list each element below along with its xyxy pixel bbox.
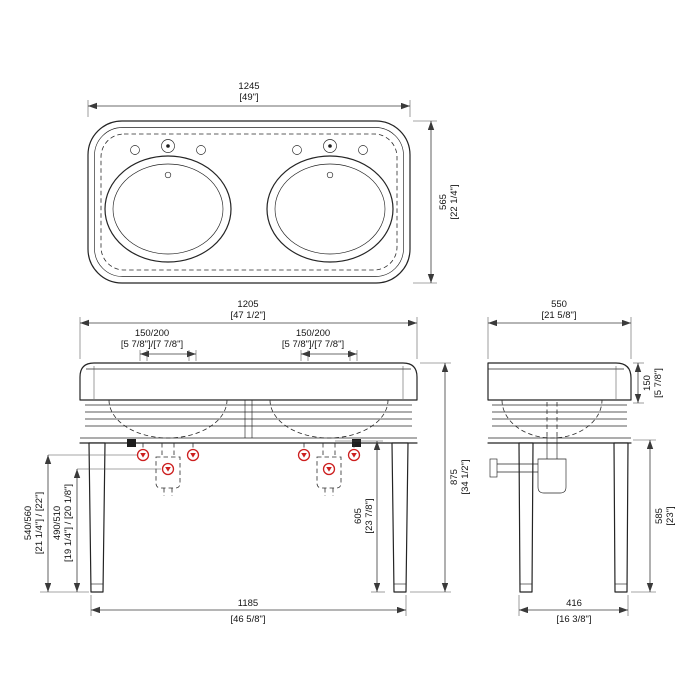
dim-clearance-height: 585 [23"] xyxy=(631,439,676,593)
dim-overall-height: 875 [34 1/2"] xyxy=(410,362,471,593)
console-frame-hidden-outline xyxy=(100,133,398,271)
wall-escutcheon xyxy=(489,458,498,478)
dim-top-width: 1245 [49"] xyxy=(87,81,411,117)
supply-connection-marker xyxy=(186,448,200,462)
dim-label-front-width-in: [47 1/2"] xyxy=(230,310,265,321)
overflow-hole-right xyxy=(326,171,334,179)
drain-connection-marker xyxy=(161,462,175,476)
basin-inner-rim xyxy=(94,127,404,277)
dim-label-drain-height-mm: 490/510 xyxy=(52,506,63,540)
dim-label-clearance-height-mm: 585 xyxy=(654,508,665,524)
faucet-hole-center xyxy=(328,144,332,148)
dim-label-side-depth-mm: 550 xyxy=(551,299,567,310)
faucet-hole-center xyxy=(166,144,170,148)
dim-label-apron-height-mm: 150 xyxy=(642,375,653,391)
right-bowl-plan xyxy=(266,139,394,263)
dim-label-top-width-mm: 1245 xyxy=(238,81,259,92)
dim-label-front-width-mm: 1205 xyxy=(237,299,258,310)
dim-label-supply-height-in: [21 1/4"] / [22"] xyxy=(34,492,45,554)
faucet-hole xyxy=(358,145,368,155)
dim-label-top-depth-mm: 565 xyxy=(438,194,449,210)
dim-apron-height: 150 [5 7/8"] xyxy=(633,362,664,404)
counter-slab-front xyxy=(79,362,418,401)
dim-label-supply-height-mm: 540/560 xyxy=(23,506,34,540)
dim-label-base-width-in: [46 5/8"] xyxy=(230,614,265,625)
side-back-leg xyxy=(518,442,534,593)
front-right-leg xyxy=(391,442,409,593)
dim-label-top-width-in: [49"] xyxy=(239,92,258,103)
dim-label-clearance-height-in: [23"] xyxy=(665,506,676,525)
basin-rim-outline xyxy=(87,120,411,284)
dim-label-overall-height-in: [34 1/2"] xyxy=(460,459,471,494)
dim-label-faucet-right-mm: 150/200 xyxy=(296,328,330,339)
dim-drain-height: 490/510 [19 1/4"] / [20 1/8"] xyxy=(52,468,161,592)
dim-base-depth: 416 [16 3/8"] xyxy=(518,595,629,625)
side-front-leg xyxy=(613,442,629,593)
faucet-hole xyxy=(323,139,337,153)
dim-faucet-right: 150/200 [5 7/8"]/[7 7/8"] xyxy=(282,328,358,361)
dim-label-base-depth-in: [16 3/8"] xyxy=(556,614,591,625)
connection-markers xyxy=(136,448,361,476)
dim-label-side-depth-in: [21 5/8"] xyxy=(541,310,576,321)
top-view xyxy=(87,120,411,284)
front-left-leg xyxy=(88,442,106,593)
dim-faucet-left: 150/200 [5 7/8"]/[7 7/8"] xyxy=(121,328,197,361)
dim-label-drain-height-in: [19 1/4"] / [20 1/8"] xyxy=(63,484,74,562)
drain-connection-marker xyxy=(322,462,336,476)
faucet-hole xyxy=(130,145,140,155)
hidden-plumbing-front xyxy=(142,443,355,496)
dim-label-trap-height-mm: 605 xyxy=(353,508,364,524)
overflow-hole-left xyxy=(164,171,172,179)
dim-top-depth: 565 [22 1/4"] xyxy=(413,120,460,284)
supply-connection-marker xyxy=(136,448,150,462)
faucet-hole xyxy=(161,139,175,153)
dim-label-top-depth-in: [22 1/4"] xyxy=(449,184,460,219)
faucet-hole xyxy=(196,145,206,155)
supply-connection-marker xyxy=(347,448,361,462)
dim-label-faucet-left-mm: 150/200 xyxy=(135,328,169,339)
dim-label-base-width-mm: 1185 xyxy=(238,598,258,609)
dim-front-width: 1205 [47 1/2"] xyxy=(79,299,418,359)
dim-label-apron-height-in: [5 7/8"] xyxy=(653,368,664,398)
dim-label-faucet-left-in: [5 7/8"]/[7 7/8"] xyxy=(121,339,183,350)
towel-rails-front xyxy=(85,400,412,438)
side-view xyxy=(487,362,632,593)
bottle-trap-side xyxy=(489,402,567,494)
left-bowl-plan xyxy=(104,139,232,263)
faucet-hole xyxy=(292,145,302,155)
dim-supply-height: 540/560 [21 1/4"] / [22"] xyxy=(23,454,137,593)
dim-label-trap-height-in: [23 7/8"] xyxy=(364,498,375,533)
mount-bracket-left xyxy=(127,439,136,447)
supply-connection-marker xyxy=(297,448,311,462)
counter-slab-side xyxy=(487,362,632,401)
mount-bracket-right xyxy=(352,439,361,447)
dim-label-base-depth-mm: 416 xyxy=(566,598,582,609)
dim-side-depth: 550 [21 5/8"] xyxy=(487,299,632,359)
bottle-trap-left-hidden xyxy=(155,456,181,489)
towel-rails-side xyxy=(492,404,627,427)
bottle-trap-right-hidden xyxy=(316,456,342,489)
dim-label-faucet-right-in: [5 7/8"]/[7 7/8"] xyxy=(282,339,344,350)
dim-trap-height: 605 [23 7/8"] xyxy=(335,440,385,593)
dim-base-width: 1185 [46 5/8"] xyxy=(90,595,407,625)
front-view xyxy=(79,362,418,593)
dim-label-overall-height-mm: 875 xyxy=(449,469,460,485)
